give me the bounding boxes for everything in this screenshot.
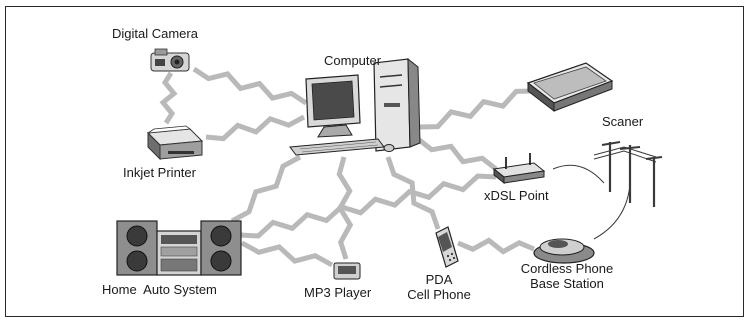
xdsl-modem-icon [492,153,546,185]
digital-camera-icon [150,48,190,72]
digital-camera-label: Digital Camera [112,26,198,41]
wireless-link-computer-stereo [230,154,302,224]
computer-label: Computer [324,53,382,68]
mp3-player-icon [333,262,361,280]
cell-phone-icon [435,226,459,268]
network-diagram [116,48,663,280]
stereo-system-icon [116,220,242,276]
wireless-link-computer-scanner [419,88,535,130]
cell-phone-label: Cell Phone [407,287,471,302]
wireless-links [159,66,535,268]
base-station-label: Base Station [530,276,604,291]
pda-label: PDA [425,272,453,287]
diagram-frame: Digital Camera Computer Scaner Inkjet Pr… [5,6,744,317]
wireless-link-stereo-mp3 [240,240,334,268]
wireless-link-computer-xdsl [416,137,498,171]
wireless-link-phone-base [457,237,535,255]
inkjet-printer-label: Inkjet Printer [123,165,196,180]
wireless-link-stereo-xdsl [239,173,497,239]
cordless-phone-label: Cordless Phone [520,261,614,276]
home-auto-system-label: Home Auto System [102,282,217,297]
mp3-player-label: MP3 Player [304,285,372,300]
scaner-label: Scaner [602,114,644,129]
computer-icon [289,57,421,156]
xdsl-point-label: xDSL Point [484,188,549,203]
inkjet-printer-icon [146,125,204,161]
wireless-link-camera-computer [192,66,308,106]
cordless-base-station-icon [533,238,595,264]
wireless-link-camera-printer [159,71,178,125]
wireless-link-printer-computer [205,114,306,142]
utility-pole-icon [552,141,663,240]
scanner-icon [526,62,614,113]
